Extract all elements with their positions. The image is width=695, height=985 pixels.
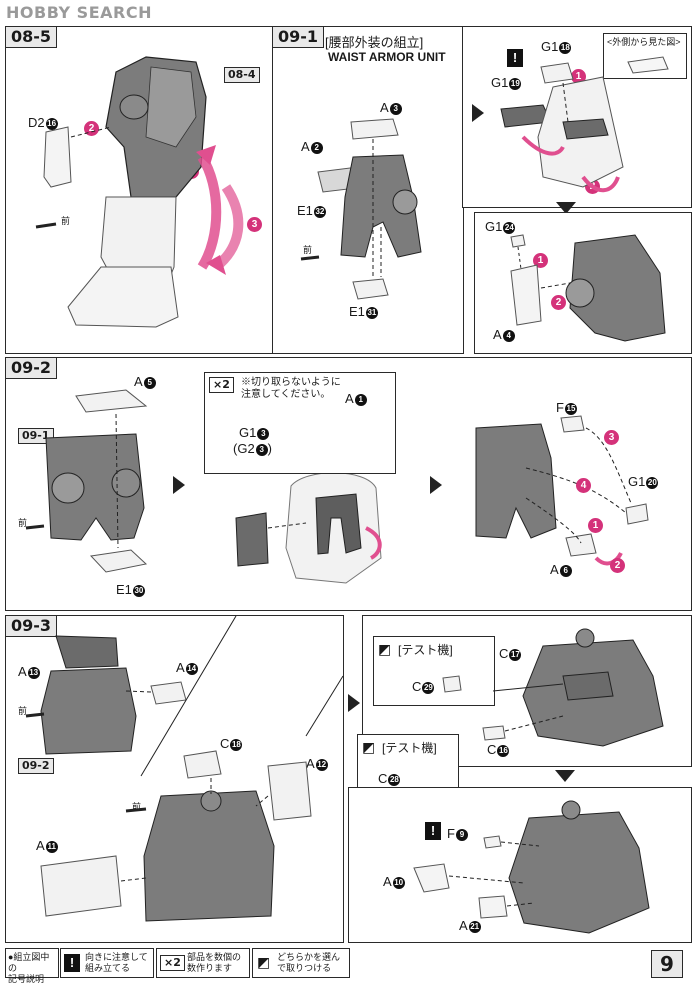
flow-arrow <box>348 694 360 712</box>
flow-arrow <box>430 476 442 494</box>
leg-assembly-illustration <box>35 56 244 328</box>
torso-final-illustration <box>413 800 650 934</box>
step-marker-2: 2 <box>610 558 625 573</box>
attention-icon: ! <box>64 954 80 972</box>
flow-arrow-down <box>556 202 576 214</box>
legend-item-choice: ◩ どちらかを選ん で取りつける <box>252 948 350 978</box>
page-header: HOBBY SEARCH <box>0 0 695 26</box>
step-tag: 09-3 <box>5 615 58 637</box>
choice-icon: ◩ <box>257 954 271 970</box>
step-marker-2: 2 <box>84 121 99 136</box>
flow-arrow <box>173 476 185 494</box>
step-tag: 08-5 <box>5 26 58 48</box>
front-indicator: 前 <box>18 518 28 528</box>
ref-tag: 09-2 <box>18 758 54 774</box>
test-label-1: [テスト機] <box>398 643 453 657</box>
legend-title-box: ●組立図中の 記号説明 <box>5 948 59 984</box>
front-indicator: 前 <box>61 216 71 226</box>
x2-badge: ×2 <box>209 377 234 393</box>
hobby-search-logo: HOBBY SEARCH <box>6 3 152 22</box>
g1-parts-illustration <box>500 56 669 193</box>
front-indicator: 前 <box>303 245 313 255</box>
section-title-en: WAIST ARMOR UNIT <box>328 50 446 64</box>
choice-icon: ◩ <box>362 739 376 755</box>
attention-icon: ! <box>507 49 523 67</box>
ref-tag: 09-1 <box>18 428 54 444</box>
step-marker-1: 1 <box>533 253 548 268</box>
choice-icon: ◩ <box>378 641 392 657</box>
step-marker-4: 4 <box>576 478 591 493</box>
step-tag: 09-2 <box>5 357 58 379</box>
attention-icon: ! <box>425 822 441 840</box>
page-number: 9 <box>651 950 683 978</box>
front-indicator-2: 前 <box>132 802 142 812</box>
footer-legend: ●組立図中の 記号説明 ! 向きに注意して 組み立てる ×2 部品を数個の 数作… <box>0 946 695 984</box>
legend-item-attention: ! 向きに注意して 組み立てる <box>60 948 154 978</box>
ref-tag: 08-4 <box>224 67 260 83</box>
torso-test-illustration <box>442 628 664 747</box>
x2-icon: ×2 <box>160 955 185 971</box>
flow-arrow-down <box>555 770 575 782</box>
step-marker-1: 1 <box>571 69 586 84</box>
caution-note: ※切り取らないように 注意してください。 <box>241 377 341 400</box>
step-marker-1: 1 <box>588 518 603 533</box>
legend-item-multiple: ×2 部品を数個の 数作ります <box>156 948 250 978</box>
section-title-jp: [腰部外装の組立] <box>325 35 424 50</box>
step-marker-3: 3 <box>604 430 619 445</box>
step-marker-3: 3 <box>247 217 262 232</box>
body-09-3-illustration <box>25 615 344 922</box>
legend-title: ●組立図中の 記号説明 <box>8 952 50 984</box>
step-marker-2: 2 <box>551 295 566 310</box>
flow-arrow <box>472 104 484 122</box>
g1-24-illustration <box>510 234 666 342</box>
waist-assembly-illustration <box>300 118 422 300</box>
front-indicator: 前 <box>18 706 28 716</box>
step-tag: 09-1 <box>272 26 325 48</box>
test-label-2: [テスト機] <box>382 741 437 755</box>
